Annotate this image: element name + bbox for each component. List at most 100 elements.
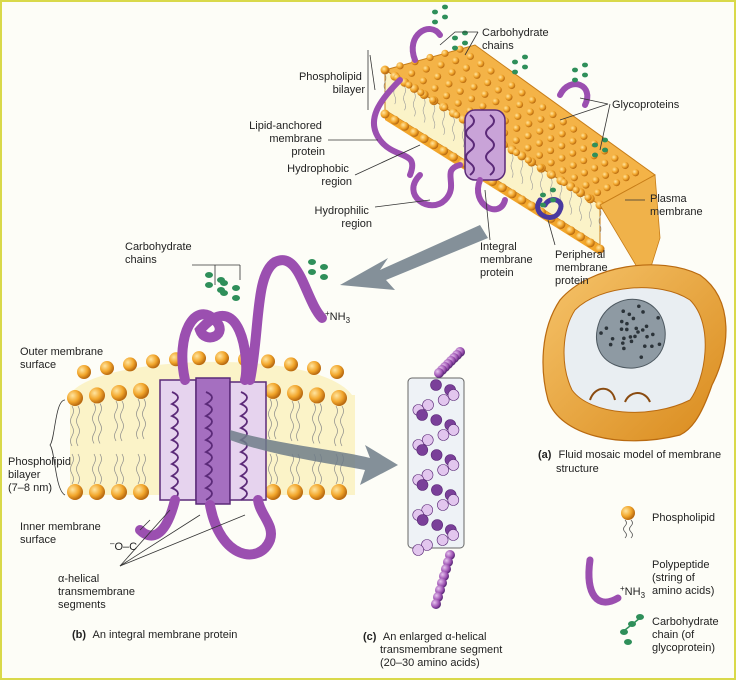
- lipid-head-top: [559, 118, 567, 126]
- lipid-head-top: [558, 130, 566, 138]
- pore: [657, 342, 662, 347]
- amino-acid-residue: [437, 429, 450, 441]
- lipid-head-top: [580, 169, 589, 177]
- lipid-head-top: [593, 188, 602, 197]
- sugar-unit: [442, 14, 448, 20]
- lipid-head-back: [123, 357, 137, 372]
- lipid-head-top: [537, 115, 545, 123]
- lipid-head-top: [524, 144, 532, 152]
- lipid-head-top: [456, 45, 464, 53]
- glycoprotein-chain: [557, 81, 591, 108]
- lipid-head-top: [459, 75, 467, 84]
- panel-b-leaders: [49, 264, 246, 567]
- lipid-head-top: [548, 171, 556, 179]
- lipid-head: [566, 226, 576, 236]
- sugar-unit: [582, 62, 588, 68]
- lipid-head-inner: [133, 484, 149, 500]
- sugar-unit: [442, 4, 448, 10]
- lipid-tail: [422, 98, 426, 123]
- sugar-unit: [452, 35, 458, 41]
- lipid-head-top: [494, 86, 502, 94]
- lipid-head: [497, 183, 507, 193]
- lipid-head-top: [536, 163, 544, 172]
- lipid-head-top: [433, 72, 442, 81]
- lipid-head-top: [454, 99, 462, 107]
- label-phospholipid-bilayer-a: Phospholipid bilayer: [299, 71, 365, 96]
- lipid-head: [419, 134, 429, 144]
- lipid-tail: [334, 405, 344, 447]
- lipid-head-top: [426, 53, 434, 62]
- lipid-head: [448, 152, 458, 162]
- lipid-head-top: [569, 161, 577, 169]
- lipid-head-outer: [309, 387, 325, 404]
- lipid-tail: [579, 196, 582, 221]
- legend-polypeptide: [585, 556, 622, 606]
- lipid-tail: [520, 159, 524, 185]
- arrow-to-panel-c: [230, 430, 398, 485]
- lipid-head-top: [437, 61, 445, 69]
- amino-acid-residue: [421, 469, 434, 481]
- sugar-unit: [232, 295, 240, 301]
- legend: [585, 506, 644, 645]
- amino-acid-residue: [431, 599, 441, 609]
- protein-chain-top: [409, 26, 443, 63]
- pore: [644, 324, 649, 329]
- lipid-head-top: [590, 164, 599, 172]
- nucleus: [596, 298, 666, 369]
- sugar-unit: [540, 192, 546, 198]
- bilayer-b-tails: [70, 398, 344, 485]
- lipid-head-back: [146, 354, 160, 369]
- caption-a: (a) Fluid mosaic model of membrane struc…: [538, 449, 724, 475]
- lipid-head-inner: [309, 484, 325, 500]
- lipid-head-top: [512, 136, 520, 144]
- lipid-tail: [442, 110, 445, 135]
- amino-acid-residue: [430, 414, 443, 426]
- lipid-head: [517, 195, 527, 205]
- lipid-head-top: [611, 154, 619, 162]
- lipid-head-top: [445, 80, 453, 88]
- pore: [627, 312, 632, 317]
- lipid-head-top: [528, 96, 536, 104]
- amino-acid-residue: [437, 464, 449, 476]
- sugar-unit: [220, 280, 228, 286]
- lipid-head-top: [503, 105, 511, 113]
- pore: [639, 355, 644, 359]
- amino-acid-residue: [447, 389, 460, 401]
- lipid-tail: [530, 165, 533, 191]
- pore: [645, 334, 649, 339]
- lipid-tail: [540, 172, 543, 197]
- sugar-unit: [592, 152, 598, 158]
- cell-cross-section: [542, 264, 727, 442]
- label-lipid-anchored-protein: Lipid-anchored membrane protein: [249, 120, 325, 158]
- lipid-head-top: [422, 65, 430, 73]
- lipid-tail: [413, 92, 416, 117]
- sugar-unit: [592, 142, 598, 148]
- lipid-head-top: [560, 178, 568, 187]
- pore: [619, 327, 624, 331]
- lipid-head-inner: [67, 484, 83, 500]
- lipid-head-top: [396, 62, 404, 70]
- lipid-head-top: [513, 124, 521, 132]
- polypeptide-loops-bottom: [135, 495, 276, 560]
- pore: [634, 326, 639, 331]
- sugar-unit: [550, 197, 556, 203]
- lipid-head-top: [547, 122, 556, 131]
- lipid-head-top: [582, 181, 590, 189]
- sugar-unit: [572, 67, 578, 73]
- label-peripheral-membrane-protein: Peripheral membrane protein: [555, 249, 611, 287]
- lipid-head-top: [559, 166, 567, 174]
- amino-acid-residue: [437, 499, 449, 511]
- legend-phospholipid-head: [621, 506, 635, 520]
- lipid-head-top: [515, 100, 524, 109]
- pore: [636, 330, 640, 334]
- amino-acid-residue: [422, 399, 434, 411]
- label-alpha-helical-segments: α-helical transmembrane segments: [58, 573, 138, 611]
- lipid-head-top: [558, 154, 566, 162]
- lipid-head: [556, 219, 566, 229]
- lipid-head-top: [477, 60, 485, 68]
- lipid-head-top: [512, 148, 520, 157]
- caption-b: (b) An integral membrane protein: [72, 629, 237, 641]
- panel-c-helix: [407, 347, 465, 609]
- lipid-tail: [136, 398, 146, 440]
- pore: [629, 339, 634, 344]
